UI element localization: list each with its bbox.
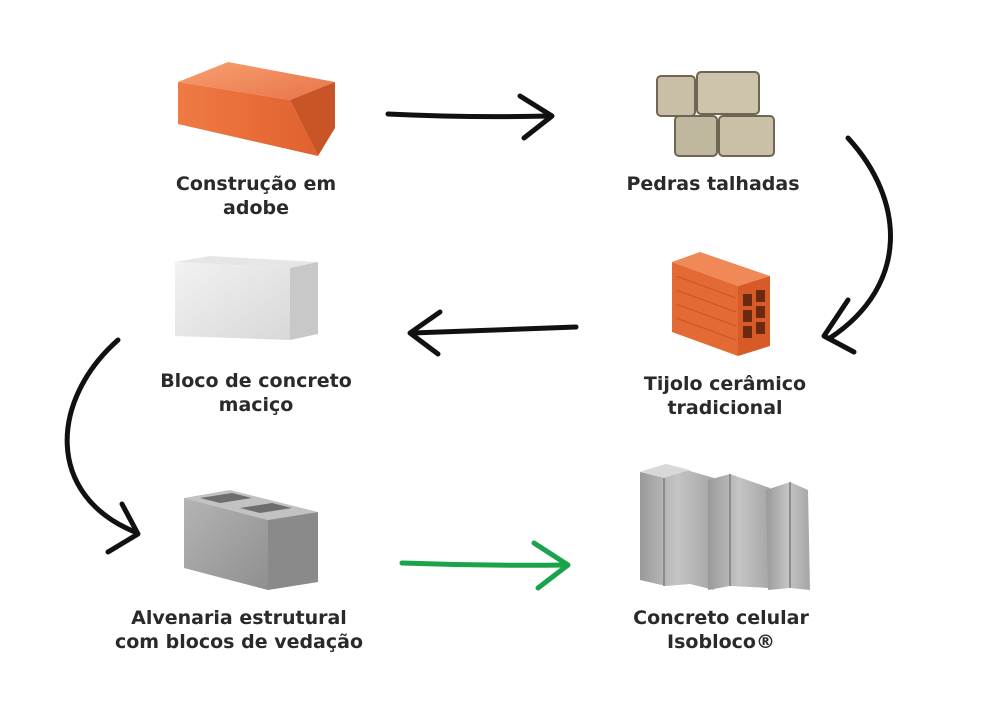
node-structural-label: Alvenaria estrutural com blocos de vedaç… (89, 606, 389, 654)
node-ceramic-label: Tijolo cerâmico tradicional (575, 372, 875, 420)
cellular-concrete-panels-icon (640, 464, 810, 590)
node-stones-line-1: Pedras talhadas (626, 173, 800, 195)
arrow-stones-to-ceramic (821, 135, 893, 355)
arrow-ceramic-to-solid-concrete (407, 309, 579, 357)
node-solid-concrete-line-2: maciço (218, 394, 294, 416)
arrow-adobe-to-stones (385, 93, 555, 141)
node-adobe-line-1: Construção em (175, 173, 337, 195)
node-stones-label: Pedras talhadas (563, 172, 863, 196)
node-cellular-label: Concreto celular Isobloco® (571, 606, 871, 654)
node-solid-concrete-label: Bloco de concreto maciço (106, 369, 406, 417)
hollow-ceramic-brick-icon (672, 252, 770, 356)
arrow-structural-to-cellular (399, 540, 571, 591)
orange-brick-icon (178, 62, 335, 156)
solid-concrete-block-icon (175, 256, 318, 340)
node-adobe-line-2: adobe (223, 197, 289, 219)
cut-stones-icon (656, 71, 775, 157)
node-ceramic-line-1: Tijolo cerâmico (643, 373, 807, 395)
hollow-concrete-block-icon (184, 490, 318, 590)
node-solid-concrete-line-1: Bloco de concreto (160, 370, 352, 392)
node-structural-line-1: Alvenaria estrutural (131, 607, 347, 629)
node-structural-line-2: com blocos de vedação (114, 631, 364, 653)
node-ceramic-line-2: tradicional (667, 397, 783, 419)
node-cellular-line-1: Concreto celular (633, 607, 809, 629)
arrow-solid-concrete-to-structural (64, 337, 141, 555)
node-cellular-line-2: Isobloco® (667, 631, 775, 653)
node-adobe-label: Construção em adobe (106, 172, 406, 220)
